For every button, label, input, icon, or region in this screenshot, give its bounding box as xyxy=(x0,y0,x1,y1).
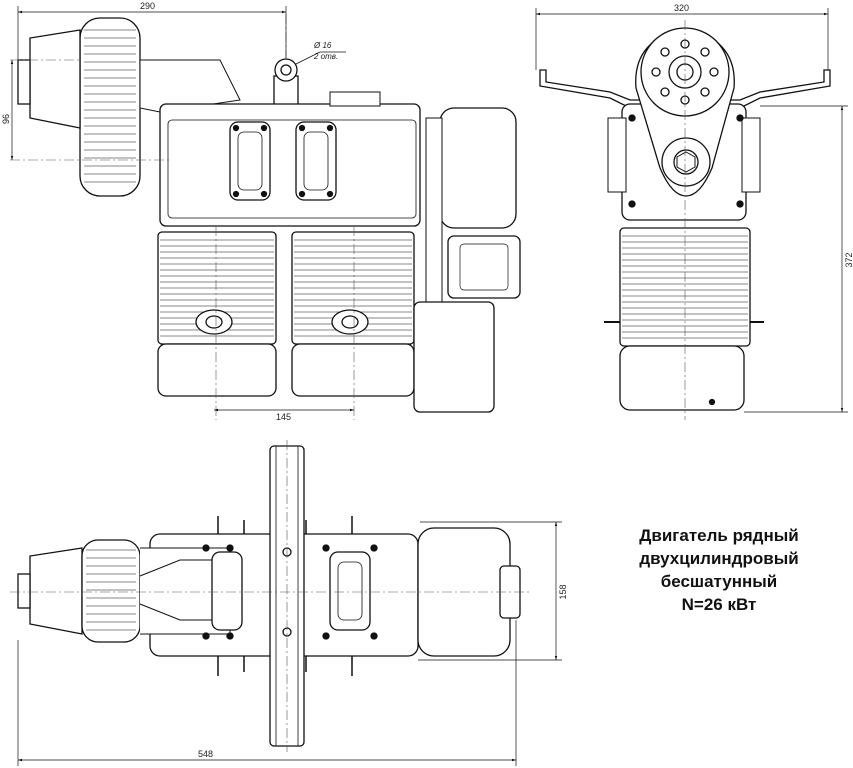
side-hub-flange xyxy=(17,59,31,105)
caption-line-3: бесшатунный xyxy=(660,572,778,591)
dim-158: 158 xyxy=(558,584,568,599)
side-generator xyxy=(439,107,517,229)
dim-hole-count: 2 отв. xyxy=(313,52,338,61)
side-cover-right xyxy=(295,121,337,201)
top-view xyxy=(10,440,530,752)
side-gearbox xyxy=(413,301,495,413)
drawing-caption: Двигатель рядный двухцилиндровый бесшату… xyxy=(606,524,832,616)
top-dimensions xyxy=(17,521,562,766)
front-sump xyxy=(619,345,745,411)
top-cover-left xyxy=(202,544,243,640)
side-dimensions xyxy=(10,6,354,412)
lifting-eye xyxy=(273,58,299,107)
side-cylinder-1 xyxy=(157,231,277,345)
front-mount-arms xyxy=(539,69,831,109)
caption-line-1: Двигатель рядный xyxy=(639,526,799,545)
side-cover-left xyxy=(229,121,271,201)
side-sump-2 xyxy=(291,343,415,397)
top-cover-right xyxy=(322,544,378,640)
dim-372: 372 xyxy=(844,252,853,267)
dim-hole-diameter: Ø 16 xyxy=(313,41,332,50)
side-sump-1 xyxy=(157,343,277,397)
side-view xyxy=(10,14,521,420)
caption-line-4: N=26 кВт xyxy=(681,595,757,614)
dim-145: 145 xyxy=(276,412,291,422)
side-crankcase xyxy=(159,103,421,227)
side-starter xyxy=(447,235,521,299)
front-view xyxy=(539,20,831,420)
side-pulley xyxy=(79,17,141,197)
dim-320: 320 xyxy=(674,3,689,13)
front-crank-pulley xyxy=(661,137,711,187)
front-dimensions xyxy=(535,8,848,413)
dim-96: 96 xyxy=(1,114,11,124)
top-pulley xyxy=(81,539,141,643)
top-hub-cone xyxy=(29,547,83,635)
side-cylinder-2 xyxy=(291,231,415,345)
front-cylinder xyxy=(604,227,764,347)
dim-548: 548 xyxy=(198,749,213,759)
dim-290: 290 xyxy=(140,1,155,11)
caption-line-2: двухцилиндровый xyxy=(639,549,799,568)
side-hub-cone xyxy=(29,29,81,129)
